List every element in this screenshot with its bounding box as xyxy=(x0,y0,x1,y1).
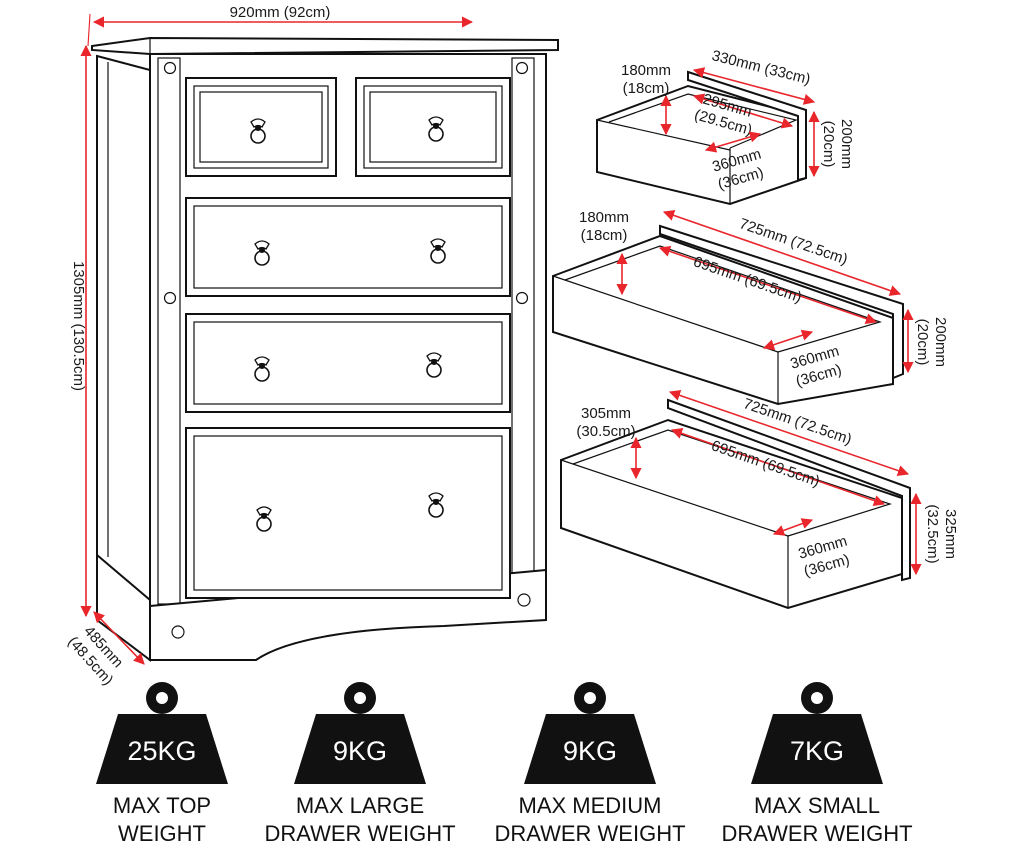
small-outer-height-1: 200mm xyxy=(838,119,855,169)
weight-caption-large: MAX LARGE DRAWER WEIGHT xyxy=(245,792,475,848)
weight-caption-line1: MAX TOP xyxy=(112,793,212,818)
weight-caption-medium: MAX MEDIUM DRAWER WEIGHT xyxy=(475,792,705,848)
chest-of-drawers xyxy=(91,36,559,663)
small-inner-height-1: 180mm xyxy=(621,62,671,79)
weight-caption-line2: DRAWER WEIGHT xyxy=(494,821,686,846)
large-inner-height-1: 305mm xyxy=(581,405,631,422)
weight-caption-line1: MAX SMALL xyxy=(754,793,880,818)
small-inner-height-2: (18cm) xyxy=(623,80,670,97)
weight-value-top: 25KG xyxy=(127,736,196,766)
weight-caption-top: MAX TOP WEIGHT xyxy=(47,792,277,848)
weight-caption-line1: MAX MEDIUM xyxy=(518,793,662,818)
chest-drawer-large xyxy=(185,427,511,599)
medium-outer-height-1: 200mm xyxy=(932,317,949,367)
weight-icon: 9KG xyxy=(524,682,656,784)
medium-inner-height-2: (18cm) xyxy=(581,227,628,244)
large-drawer-diagram xyxy=(560,398,911,610)
small-outer-width: 330mm (33cm) xyxy=(710,47,812,88)
chest-drawer-small-right xyxy=(355,77,511,177)
medium-outer-height-2: (20cm) xyxy=(914,319,931,366)
medium-drawer-diagram xyxy=(552,224,904,406)
chest-width-label: 920mm (92cm) xyxy=(230,4,331,21)
weight-caption-line2: DRAWER WEIGHT xyxy=(264,821,456,846)
weight-value-large: 9KG xyxy=(333,736,387,766)
weight-value-small: 7KG xyxy=(790,736,844,766)
large-outer-height-1: 325mm xyxy=(942,509,959,559)
chest-drawer-medium-2 xyxy=(185,313,511,413)
weight-value-medium: 9KG xyxy=(563,736,617,766)
weight-caption-line2: DRAWER WEIGHT xyxy=(721,821,913,846)
small-outer-height-2: (20cm) xyxy=(820,121,837,168)
chest-drawer-small-left xyxy=(185,77,337,177)
weight-caption-line2: WEIGHT xyxy=(118,821,206,846)
weight-icon: 7KG xyxy=(751,682,883,784)
weight-icon: 9KG xyxy=(294,682,426,784)
weight-caption-small: MAX SMALL DRAWER WEIGHT xyxy=(702,792,932,848)
large-outer-height-2: (32.5cm) xyxy=(924,504,941,563)
weight-caption-line1: MAX LARGE xyxy=(295,793,425,818)
chest-height-label: 1305mm (130.5cm) xyxy=(70,261,87,391)
weight-icon: 25KG xyxy=(96,682,228,784)
chest-drawer-medium-1 xyxy=(185,197,511,297)
medium-inner-height-1: 180mm xyxy=(579,209,629,226)
large-inner-height-2: (30.5cm) xyxy=(576,423,635,440)
